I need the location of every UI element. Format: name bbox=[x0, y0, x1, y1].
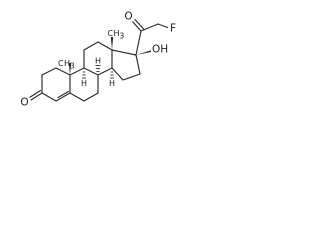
molecule-canvas: O F OH C H 3 C H 3 H H H O bbox=[0, 0, 233, 152]
bond-c20-o-double bbox=[134, 18, 145, 31]
bond-c8-c9 bbox=[83, 67, 99, 76]
c13-methyl-hydrogen-label: H bbox=[114, 29, 120, 38]
steroid-structure-diagram: O F OH C H 3 C H 3 H H H O bbox=[19, 10, 178, 109]
wedge-c17-oh bbox=[136, 50, 152, 55]
methyl-groups bbox=[68, 37, 114, 75]
c9-hydrogen-label: H bbox=[81, 79, 87, 88]
stereo-hydrogens bbox=[82, 65, 114, 79]
atom-labels: O F OH C H 3 C H 3 H H H O bbox=[19, 10, 178, 109]
ring-d bbox=[111, 49, 141, 81]
bond-c17-c13 bbox=[111, 49, 137, 56]
ring-b bbox=[69, 67, 99, 102]
c14-hydrogen-label: H bbox=[109, 79, 115, 88]
c10-methyl-hydrogen-label: H bbox=[64, 59, 70, 68]
c13-methyl-subscript: 3 bbox=[120, 32, 125, 41]
bond-c15-c16 bbox=[122, 73, 141, 81]
mask-side-chain-o bbox=[123, 10, 134, 22]
bond-c3-o bbox=[30, 92, 43, 101]
bond-c20-c21 bbox=[140, 23, 159, 32]
bond-c14-c8 bbox=[97, 67, 113, 76]
bond-c20-o bbox=[131, 20, 142, 32]
hash-c8-h bbox=[95, 65, 101, 72]
mask-fluorine bbox=[168, 22, 178, 33]
side-chain bbox=[131, 18, 170, 56]
ring-a bbox=[28, 67, 71, 102]
bond-c16-c17 bbox=[135, 54, 141, 75]
bond-c4-c5-double bbox=[57, 90, 70, 99]
mask-hydroxyl bbox=[151, 43, 169, 54]
bond-c9-c10 bbox=[69, 67, 85, 76]
bond-c5-c6 bbox=[69, 92, 85, 102]
c10-methyl-carbon-label: C bbox=[58, 59, 64, 68]
fluorine-label: F bbox=[170, 23, 176, 35]
c10-methyl-subscript: 3 bbox=[70, 62, 75, 71]
hash-c9-h bbox=[82, 71, 86, 79]
bond-c17-c20 bbox=[135, 30, 142, 56]
bond-c11-c12 bbox=[83, 41, 99, 51]
wedge-c10-methyl bbox=[68, 63, 72, 75]
bond-c4-c5 bbox=[55, 92, 71, 102]
bond-c3-c4 bbox=[41, 92, 57, 102]
c13-methyl-carbon-label: C bbox=[108, 29, 114, 38]
bond-c1-c2 bbox=[41, 67, 57, 76]
ring-c bbox=[83, 41, 113, 76]
bond-c6-c7 bbox=[83, 92, 99, 102]
hydroxyl-label: OH bbox=[152, 44, 168, 56]
bond-c12-c13 bbox=[97, 41, 113, 51]
hash-c14-h bbox=[110, 71, 114, 79]
bond-c3-o-double bbox=[28, 89, 42, 99]
mask-ring-a-oxygen bbox=[19, 96, 30, 108]
bond-c21-f bbox=[157, 23, 170, 29]
wedge-c13-methyl bbox=[110, 37, 114, 50]
side-chain-oxygen-label: O bbox=[124, 11, 132, 23]
bond-c14-c15 bbox=[111, 67, 124, 81]
bond-c10-c1 bbox=[55, 67, 71, 76]
ring-a-oxygen-label: O bbox=[20, 97, 28, 109]
c8-hydrogen-label: H bbox=[95, 57, 101, 66]
